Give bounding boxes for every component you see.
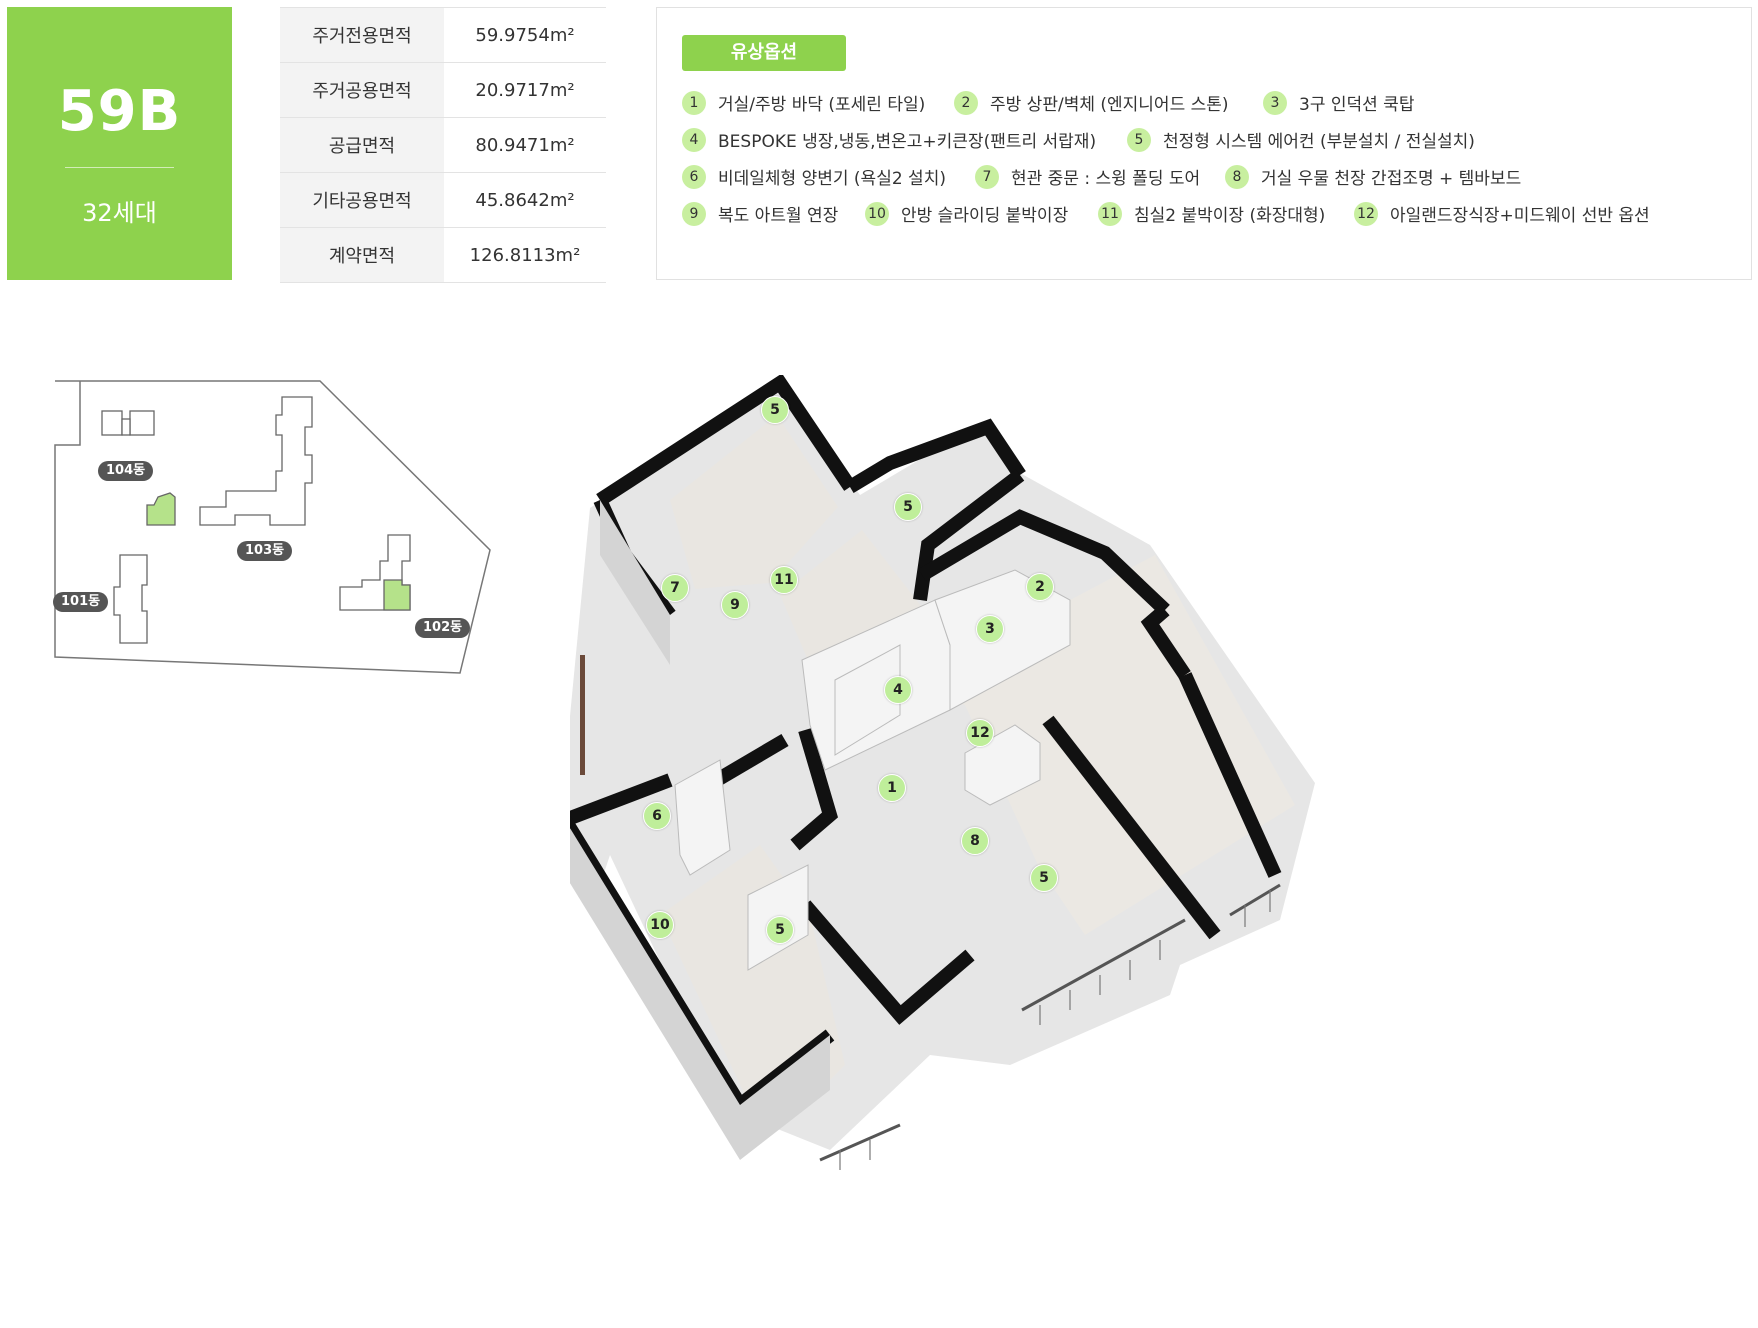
option-text: BESPOKE 냉장,냉동,변온고+키큰장(팬트리 서랍재) bbox=[718, 132, 1097, 152]
option-number-icon: 11 bbox=[1098, 201, 1122, 226]
table-row: 기타공용면적 45.8642m² bbox=[280, 172, 606, 228]
option-text: 비데일체형 양변기 (욕실2 설치) bbox=[718, 169, 946, 189]
option-item: 2 주방 상판/벽체 (엔지니어드 스톤) bbox=[954, 90, 1229, 115]
option-number-icon: 9 bbox=[682, 201, 706, 226]
option-marker: 3 bbox=[976, 615, 1004, 643]
option-marker: 8 bbox=[961, 827, 989, 855]
option-marker: 12 bbox=[966, 719, 994, 747]
option-marker: 2 bbox=[1026, 573, 1054, 601]
unit-type-badge: 59B 32세대 bbox=[7, 7, 232, 280]
option-item: 1 거실/주방 바닥 (포세린 타일) bbox=[682, 90, 925, 115]
area-label: 주거공용면적 bbox=[280, 62, 444, 118]
option-number-icon: 1 bbox=[682, 90, 706, 115]
area-label: 계약면적 bbox=[280, 227, 444, 283]
option-marker: 5 bbox=[1030, 864, 1058, 892]
area-value: 80.9471m² bbox=[444, 117, 606, 173]
paid-options-title: 유상옵션 bbox=[682, 35, 846, 71]
floor-plan-drawing bbox=[559, 373, 1315, 1170]
option-marker: 6 bbox=[643, 802, 671, 830]
option-text: 안방 슬라이딩 붙박이장 bbox=[901, 206, 1069, 226]
household-count: 32세대 bbox=[82, 199, 157, 227]
option-marker: 9 bbox=[721, 591, 749, 619]
option-marker: 4 bbox=[884, 676, 912, 704]
option-number-icon: 6 bbox=[682, 164, 706, 189]
building-label: 103동 bbox=[237, 541, 293, 561]
badge-divider bbox=[65, 167, 174, 168]
option-number-icon: 4 bbox=[682, 127, 706, 152]
unit-type-name: 59B bbox=[57, 79, 182, 144]
site-plan-map: 104동 103동 101동 102동 bbox=[50, 375, 500, 675]
option-item: 8 거실 우물 천장 간접조명 + 템바보드 bbox=[1225, 164, 1521, 189]
site-boundary-drawing bbox=[54, 380, 491, 674]
option-number-icon: 10 bbox=[865, 201, 889, 226]
option-text: 침실2 붙박이장 (화장대형) bbox=[1134, 206, 1326, 226]
area-value: 59.9754m² bbox=[444, 7, 606, 63]
option-number-icon: 2 bbox=[954, 90, 978, 115]
area-label: 공급면적 bbox=[280, 117, 444, 173]
option-marker: 11 bbox=[770, 566, 798, 594]
option-marker: 5 bbox=[894, 493, 922, 521]
option-marker: 5 bbox=[761, 396, 789, 424]
option-text: 3구 인덕션 쿡탑 bbox=[1299, 95, 1415, 115]
option-number-icon: 3 bbox=[1263, 90, 1287, 115]
area-label: 주거전용면적 bbox=[280, 7, 444, 63]
option-number-icon: 5 bbox=[1127, 127, 1151, 152]
area-table: 주거전용면적 59.9754m² 주거공용면적 20.9717m² 공급면적 8… bbox=[280, 7, 606, 283]
option-item: 10 안방 슬라이딩 붙박이장 bbox=[865, 201, 1068, 226]
table-row: 주거공용면적 20.9717m² bbox=[280, 62, 606, 118]
option-number-icon: 8 bbox=[1225, 164, 1249, 189]
option-number-icon: 7 bbox=[975, 164, 999, 189]
option-text: 거실/주방 바닥 (포세린 타일) bbox=[718, 95, 926, 115]
option-item: 12 아일랜드장식장+미드웨이 선반 옵션 bbox=[1354, 201, 1650, 226]
area-value: 126.8113m² bbox=[444, 227, 606, 283]
building-label: 102동 bbox=[415, 618, 471, 638]
option-marker: 5 bbox=[766, 916, 794, 944]
option-text: 거실 우물 천장 간접조명 + 템바보드 bbox=[1261, 169, 1522, 189]
option-item: 7 현관 중문 : 스윙 폴딩 도어 bbox=[975, 164, 1200, 189]
area-value: 20.9717m² bbox=[444, 62, 606, 118]
option-marker: 1 bbox=[878, 774, 906, 802]
option-item: 9 복도 아트월 연장 bbox=[682, 201, 838, 226]
area-label: 기타공용면적 bbox=[280, 172, 444, 228]
option-number-icon: 12 bbox=[1354, 201, 1378, 226]
area-value: 45.8642m² bbox=[444, 172, 606, 228]
option-text: 천정형 시스템 에어컨 (부분설치 / 전실설치) bbox=[1163, 132, 1475, 152]
option-text: 현관 중문 : 스윙 폴딩 도어 bbox=[1011, 169, 1201, 189]
option-item: 6 비데일체형 양변기 (욕실2 설치) bbox=[682, 164, 946, 189]
paid-options-panel: 유상옵션 1 거실/주방 바닥 (포세린 타일) 2 주방 상판/벽체 (엔지니어드… bbox=[656, 7, 1752, 280]
building-label: 101동 bbox=[53, 592, 109, 612]
option-item: 11 침실2 붙박이장 (화장대형) bbox=[1098, 201, 1325, 226]
option-marker: 7 bbox=[661, 574, 689, 602]
option-text: 아일랜드장식장+미드웨이 선반 옵션 bbox=[1390, 206, 1650, 226]
table-row: 공급면적 80.9471m² bbox=[280, 117, 606, 173]
table-row: 주거전용면적 59.9754m² bbox=[280, 7, 606, 63]
option-item: 4 BESPOKE 냉장,냉동,변온고+키큰장(팬트리 서랍재) bbox=[682, 127, 1096, 152]
option-item: 5 천정형 시스템 에어컨 (부분설치 / 전실설치) bbox=[1127, 127, 1475, 152]
option-text: 주방 상판/벽체 (엔지니어드 스톤) bbox=[990, 95, 1229, 115]
option-marker: 10 bbox=[646, 911, 674, 939]
table-row: 계약면적 126.8113m² bbox=[280, 227, 606, 283]
option-item: 3 3구 인덕션 쿡탑 bbox=[1263, 90, 1414, 115]
option-text: 복도 아트월 연장 bbox=[718, 206, 839, 226]
isometric-floor-plan: 5 5 7 9 11 2 3 4 12 1 6 8 5 10 5 bbox=[559, 373, 1450, 1315]
building-label: 104동 bbox=[98, 461, 154, 481]
